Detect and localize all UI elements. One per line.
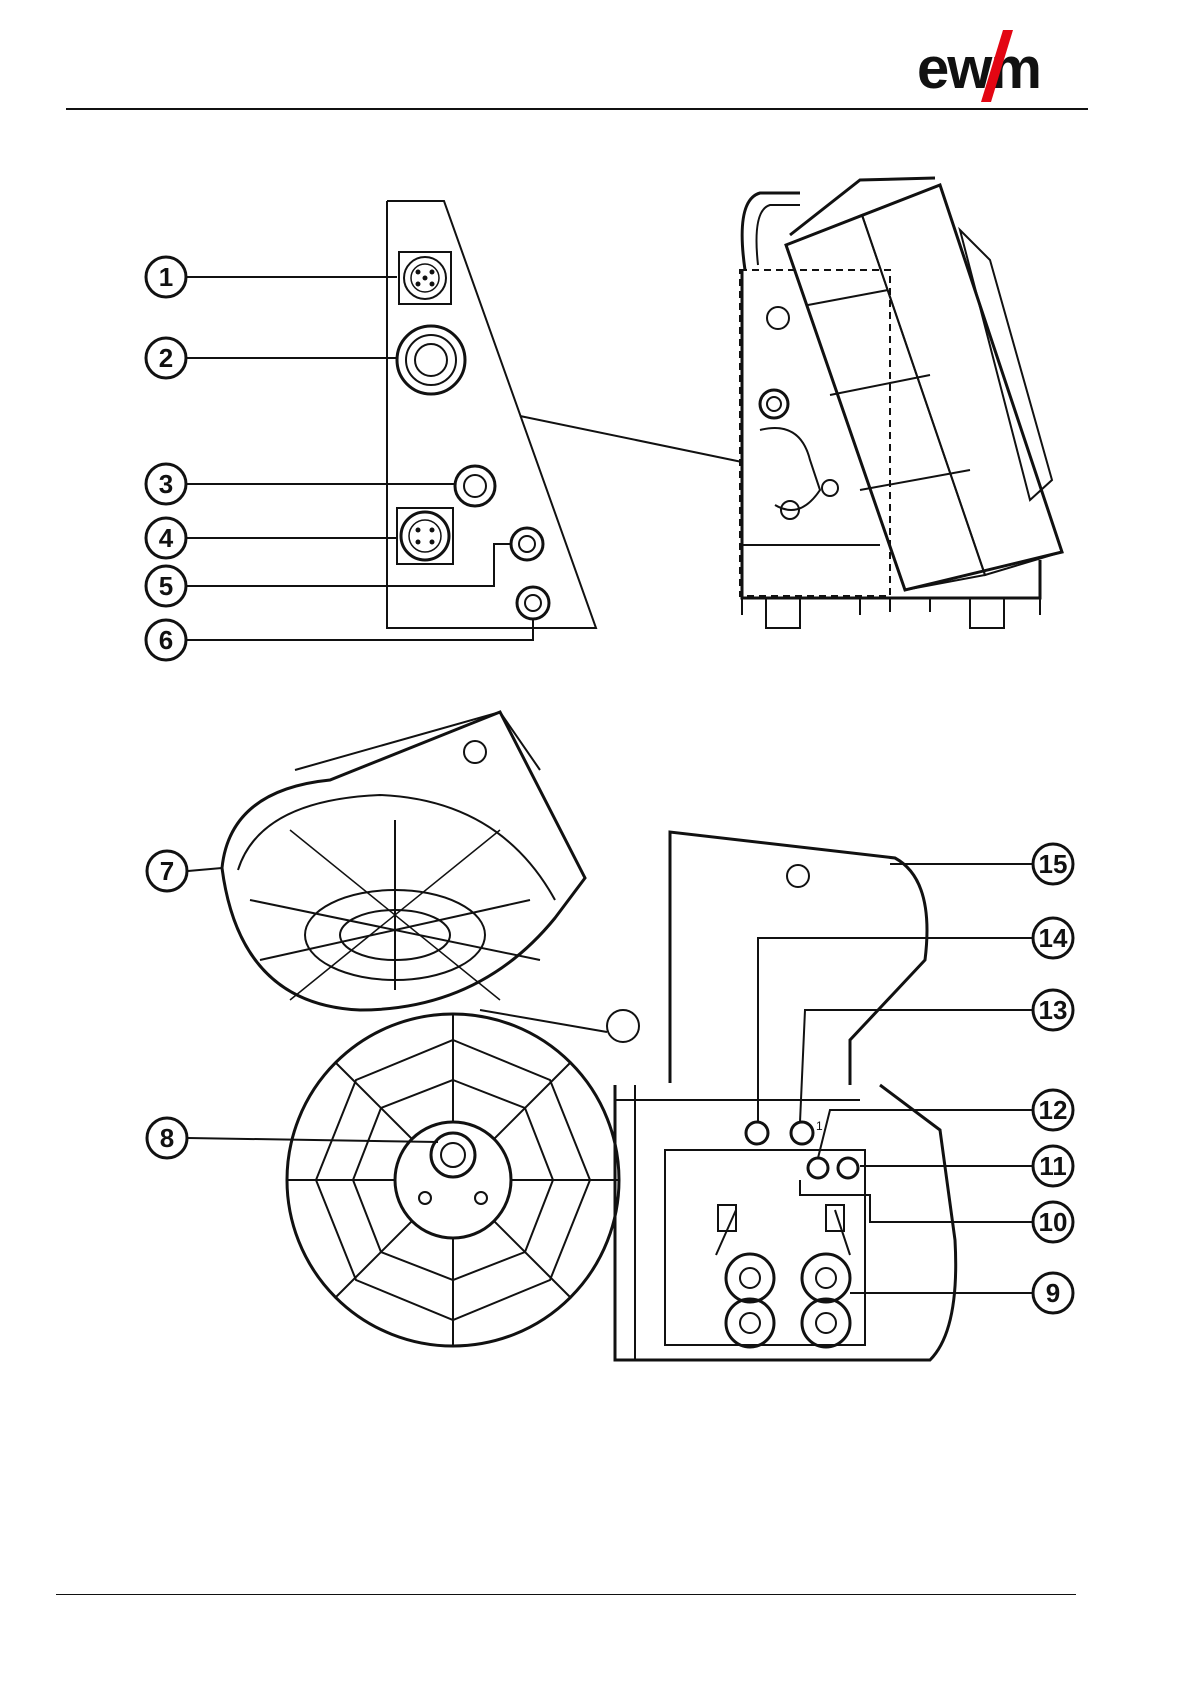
callout-number: 15 xyxy=(1039,849,1068,879)
coolant-connector-lower xyxy=(517,587,549,619)
callout-number: 9 xyxy=(1046,1278,1060,1308)
multi-pin-socket xyxy=(397,508,453,564)
callout-number: 4 xyxy=(159,523,174,553)
callout-5: 5 xyxy=(146,566,186,606)
callout-6: 6 xyxy=(146,620,186,660)
central-connection-socket xyxy=(397,326,465,394)
callout-number: 6 xyxy=(159,625,173,655)
callout-8: 8 xyxy=(147,1118,187,1158)
callout-15: 15 xyxy=(1033,844,1073,884)
callout-number: 11 xyxy=(1039,1151,1067,1181)
callout-number: 5 xyxy=(159,571,173,601)
callout-3: 3 xyxy=(146,464,186,504)
callout-13: 13 xyxy=(1033,990,1073,1030)
callout-11: 11 xyxy=(1033,1146,1073,1186)
callout-2: 2 xyxy=(146,338,186,378)
fitting-label: 1 xyxy=(816,1119,823,1133)
callout-12: 12 xyxy=(1033,1090,1073,1130)
coolant-connector-upper xyxy=(511,528,543,560)
callout-number: 2 xyxy=(159,343,173,373)
callout-1: 1 xyxy=(146,257,186,297)
callout-number: 14 xyxy=(1039,923,1068,953)
callout-number: 10 xyxy=(1039,1207,1068,1237)
callout-number: 1 xyxy=(159,262,173,292)
small-socket xyxy=(455,466,495,506)
callout-number: 3 xyxy=(159,469,173,499)
callout-number: 13 xyxy=(1039,995,1068,1025)
callout-4: 4 xyxy=(146,518,186,558)
callout-14: 14 xyxy=(1033,918,1073,958)
wire-feeder-open-view xyxy=(188,712,1032,1360)
callout-9: 9 xyxy=(1033,1273,1073,1313)
callout-7: 7 xyxy=(147,851,187,891)
control-cable-socket xyxy=(399,252,451,304)
connection-panel-detail xyxy=(187,201,742,640)
callout-number: 8 xyxy=(160,1123,174,1153)
device-side-view xyxy=(740,178,1062,628)
callout-number: 12 xyxy=(1039,1095,1068,1125)
callout-number: 7 xyxy=(160,856,174,886)
callout-10: 10 xyxy=(1033,1202,1073,1242)
